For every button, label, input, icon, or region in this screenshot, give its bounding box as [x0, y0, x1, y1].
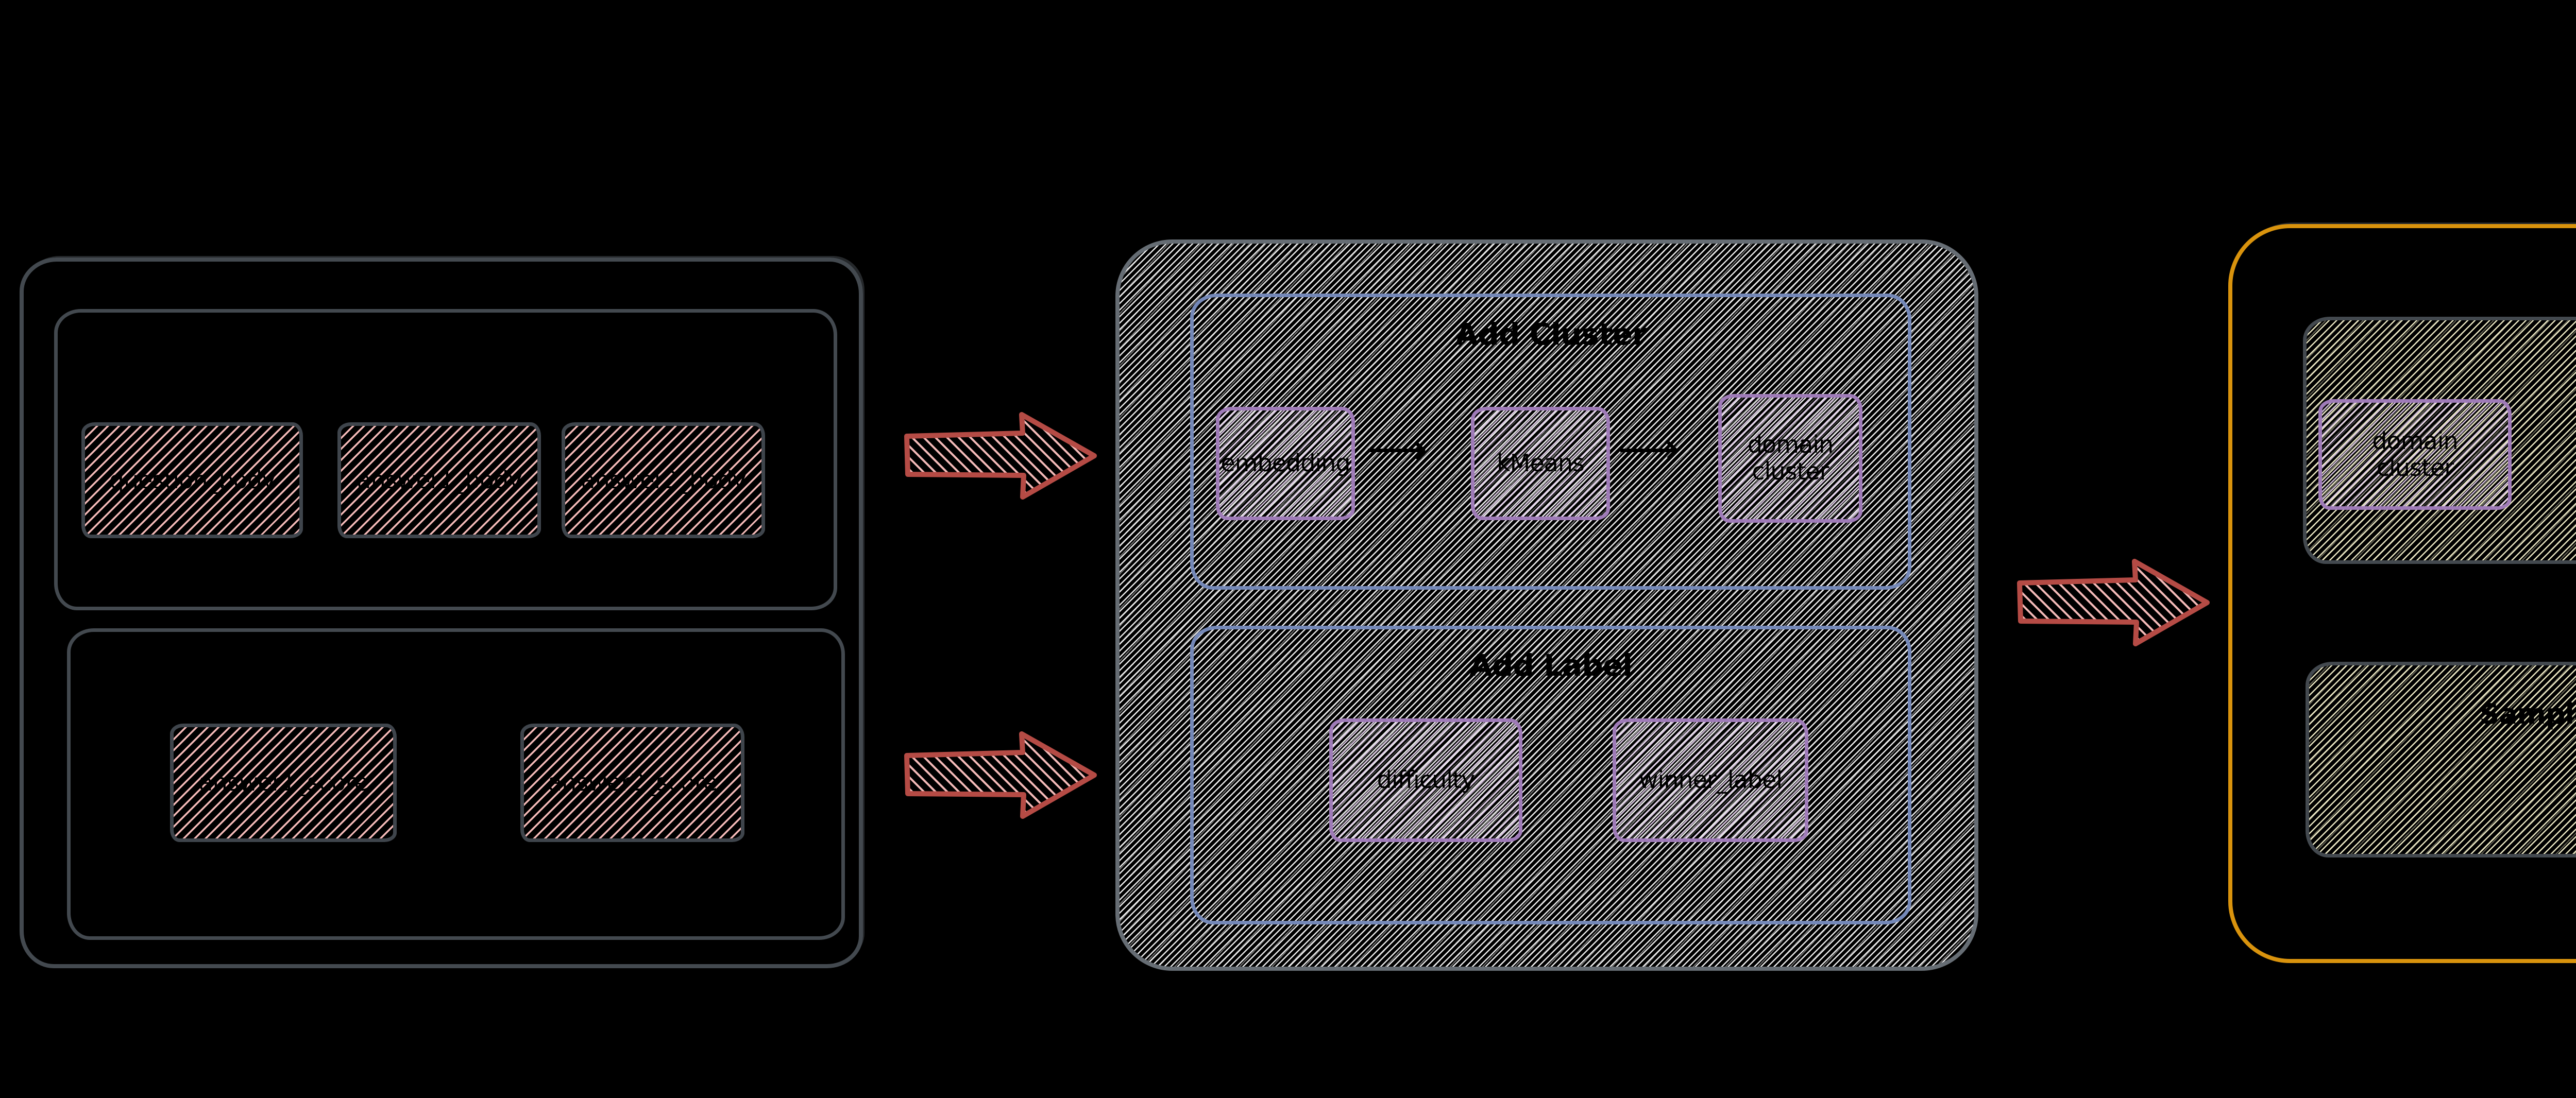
step-kmeans-label: kMeans	[1497, 449, 1585, 477]
group-by-title: Group By	[2303, 337, 2576, 372]
flow-arrow-top-icon	[904, 412, 1097, 500]
sample-subset-size: size = 7500	[2306, 774, 2576, 806]
add-cluster-section	[1190, 294, 1911, 590]
field-answer2-body: answer2_body	[562, 422, 765, 538]
sample-subset-title: Sample balanced subset	[2479, 698, 2576, 730]
step-domain-cluster-label: domain cluster	[1747, 431, 1834, 485]
field-question-body-label: question_body	[109, 466, 276, 494]
field-answer1-score-label: answer1_score	[198, 768, 368, 797]
add-label-section	[1190, 626, 1911, 924]
step-embedding: embedding	[1216, 407, 1355, 520]
field-answer1-body-label: answer1_body	[357, 466, 522, 494]
step-arrow-1-icon: ⟶	[1365, 424, 1428, 474]
step-domain-cluster: domain cluster	[1718, 394, 1862, 523]
step-kmeans: kMeans	[1471, 407, 1610, 520]
field-answer1-body: answer1_body	[337, 422, 541, 538]
label-difficulty-label: difficulty	[1377, 766, 1476, 794]
groupby-domain-cluster-label: domain cluster	[2372, 426, 2458, 482]
label-difficulty: difficulty	[1329, 718, 1522, 842]
field-answer2-score: answer2_score	[520, 724, 744, 842]
add-cluster-title: Add Cluster	[1455, 317, 1647, 352]
groupby-domain-cluster: domain cluster	[2318, 399, 2512, 510]
label-winner-label: winner_label	[1613, 718, 1808, 842]
flow-arrow-bottom-icon	[904, 731, 1097, 819]
field-question-body: question_body	[81, 422, 303, 538]
output-panel	[2228, 224, 2576, 963]
input-row1-group	[54, 309, 837, 610]
field-answer2-body-label: answer2_body	[581, 466, 746, 494]
input-row2-group	[67, 628, 845, 940]
step-arrow-2-icon: ⟶	[1618, 424, 1680, 474]
label-winner-label-label: winner_label	[1638, 766, 1783, 794]
step-embedding-label: embedding	[1221, 449, 1350, 477]
add-label-title: Add Label	[1469, 648, 1633, 683]
field-answer2-score-label: answer2_score	[547, 768, 718, 797]
input-panel	[20, 258, 863, 968]
field-answer1-score: answer1_score	[170, 724, 397, 842]
sample-subset-box	[2306, 662, 2576, 857]
process-panel	[1115, 239, 1978, 971]
flow-arrow-output-icon	[2017, 559, 2210, 646]
